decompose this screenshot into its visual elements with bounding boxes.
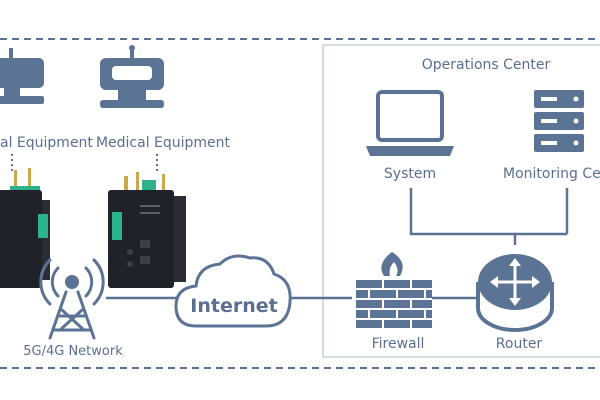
monitoring-center-label: Monitoring Cen: [503, 166, 600, 182]
system-label: System: [383, 166, 437, 182]
network-label: 5G/4G Network: [23, 344, 123, 359]
medical-equipment-label: Medical Equipment: [95, 135, 231, 151]
operations-center-box: [322, 44, 600, 358]
iot-router-device: [108, 172, 186, 288]
server-icon: [534, 90, 584, 152]
connection-lines: [11, 154, 569, 300]
operations-center-label: Operations Center: [421, 57, 551, 73]
medical-equipment-label: al Equipment: [0, 135, 93, 151]
internet-cloud-icon: [174, 254, 292, 328]
firewall-icon: [356, 252, 432, 328]
router-label: Router: [495, 336, 543, 352]
internet-label: Internet: [190, 295, 278, 317]
link-system-router: [409, 188, 517, 245]
cell-tower-icon: [39, 258, 105, 340]
medical-equipment-icon: [0, 48, 44, 104]
iot-router-device: [0, 168, 50, 288]
medical-equipment-icon: [100, 45, 164, 108]
laptop-icon: [366, 90, 454, 156]
router-icon: [476, 254, 554, 332]
firewall-label: Firewall: [371, 336, 425, 352]
